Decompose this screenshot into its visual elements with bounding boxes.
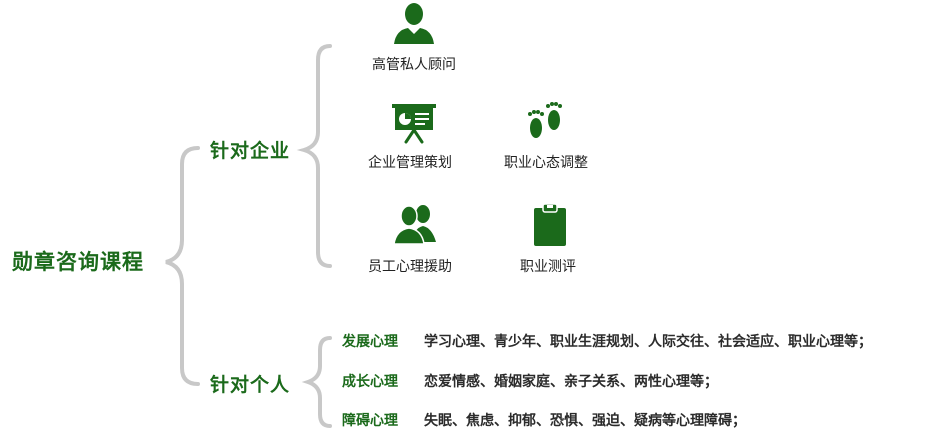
footprints-icon — [528, 102, 562, 138]
root-title: 勋章咨询课程 — [12, 250, 144, 274]
item-label-employee-assistance: 员工心理援助 — [368, 259, 452, 275]
group-people-icon — [393, 205, 436, 245]
clipboard-icon — [534, 203, 566, 246]
category-development: 发展心理 — [342, 334, 398, 350]
main-bracket — [165, 146, 200, 386]
detail-development: 学习心理、青少年、职业生涯规划、人际交往、社会适应、职业心理等； — [424, 334, 872, 350]
individual-bracket — [301, 336, 332, 428]
category-growth: 成长心理 — [342, 374, 398, 390]
detail-growth: 恋爱情感、婚姻家庭、亲子关系、两性心理等； — [424, 374, 718, 390]
branch-enterprise: 针对企业 — [210, 140, 291, 162]
detail-disorder: 失眠、焦虑、抑郁、恐惧、强迫、疑病等心理障碍； — [424, 413, 746, 429]
presentation-board-icon — [392, 104, 436, 144]
item-label-career-assessment: 职业测评 — [520, 259, 576, 275]
person-icon — [394, 3, 434, 44]
category-disorder: 障碍心理 — [342, 413, 398, 429]
item-label-management-planning: 企业管理策划 — [368, 155, 452, 171]
item-label-executive-advisor: 高管私人顾问 — [372, 57, 456, 73]
branch-individual: 针对个人 — [210, 374, 291, 396]
item-label-career-mindset: 职业心态调整 — [504, 155, 588, 171]
enterprise-bracket — [296, 44, 332, 268]
